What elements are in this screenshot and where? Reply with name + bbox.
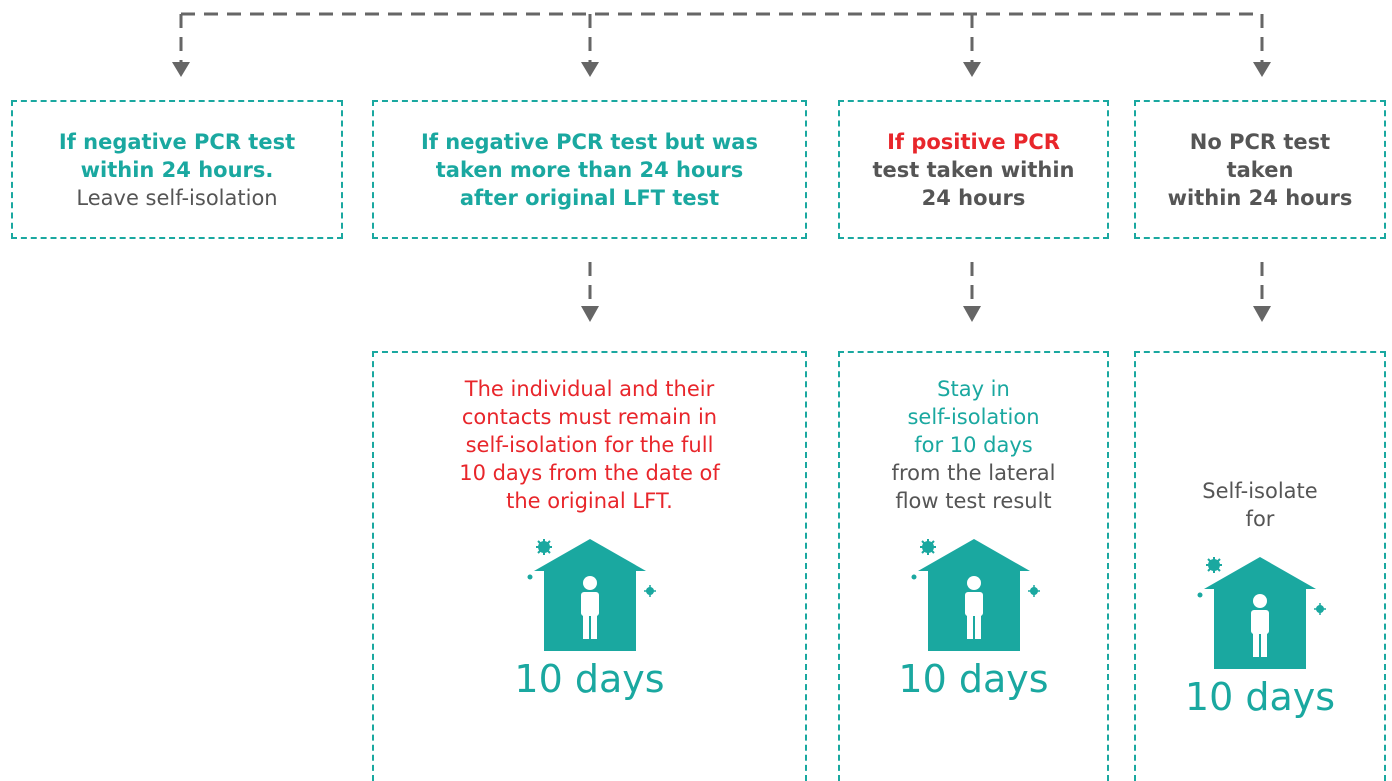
result-box-stay-isolation: Stay in self-isolation for 10 days from … — [838, 351, 1109, 781]
result-line: 10 days from the date of — [459, 461, 720, 485]
house-person-icon — [1197, 557, 1326, 669]
condition-box-negative-within-24h: If negative PCR test within 24 hours. Le… — [11, 100, 343, 239]
result-line: The individual and their — [464, 377, 715, 401]
down-arrow-icon — [172, 62, 190, 77]
result-line: from the lateral — [891, 461, 1056, 485]
box-text: Leave self-isolation — [76, 185, 278, 210]
box-text: after original LFT test — [459, 185, 720, 210]
result-line: Stay in — [937, 377, 1010, 401]
down-arrow-icon — [963, 62, 981, 77]
down-arrow-icon — [1253, 306, 1271, 322]
result-text: The individual and their contacts must r… — [459, 375, 720, 515]
box-text: test taken within — [872, 157, 1075, 182]
condition-box-negative-after-24h: If negative PCR test but was taken more … — [372, 100, 807, 239]
condition-box-no-pcr: No PCR test taken within 24 hours — [1134, 100, 1386, 239]
result-box-full-isolation: The individual and their contacts must r… — [372, 351, 807, 781]
house-person-icon — [911, 539, 1040, 651]
box-text: If negative PCR test — [58, 129, 296, 154]
result-line: self-isolation — [907, 405, 1040, 429]
virus-icon — [527, 574, 532, 580]
virus-icon — [911, 574, 916, 580]
down-arrow-icon — [581, 62, 599, 77]
box-text: If negative PCR test but was — [421, 129, 758, 154]
result-box-self-isolate: Self-isolate for 10 days — [1134, 351, 1386, 781]
condition-box-positive-pcr: If positive PCR test taken within 24 hou… — [838, 100, 1109, 239]
result-line: contacts must remain in — [461, 405, 718, 429]
days-label: 10 days — [514, 657, 665, 701]
result-text: Stay in self-isolation for 10 days from … — [892, 375, 1056, 515]
down-arrow-icon — [581, 306, 599, 322]
result-text: Self-isolate for — [1202, 477, 1317, 533]
box-text: If positive PCR — [887, 129, 1060, 154]
days-label: 10 days — [1184, 675, 1336, 719]
virus-icon — [1197, 592, 1203, 598]
result-line: for — [1245, 507, 1275, 531]
result-line: Self-isolate — [1202, 479, 1318, 503]
result-line: for 10 days — [914, 433, 1033, 457]
box-text: within 24 hours — [1167, 185, 1353, 210]
box-text: within 24 hours. — [80, 157, 274, 182]
box-text: 24 hours — [921, 185, 1026, 210]
down-arrow-icon — [1253, 62, 1271, 77]
result-line: the original LFT. — [506, 489, 673, 513]
box-text: No PCR test — [1189, 129, 1331, 154]
down-arrow-icon — [963, 306, 981, 322]
house-person-icon — [527, 539, 656, 651]
box-text: taken more than 24 hours — [435, 157, 744, 182]
days-label: 10 days — [898, 657, 1049, 701]
result-line: self-isolation for the full — [465, 433, 714, 457]
box-text: taken — [1226, 157, 1294, 182]
result-line: flow test result — [895, 489, 1052, 513]
